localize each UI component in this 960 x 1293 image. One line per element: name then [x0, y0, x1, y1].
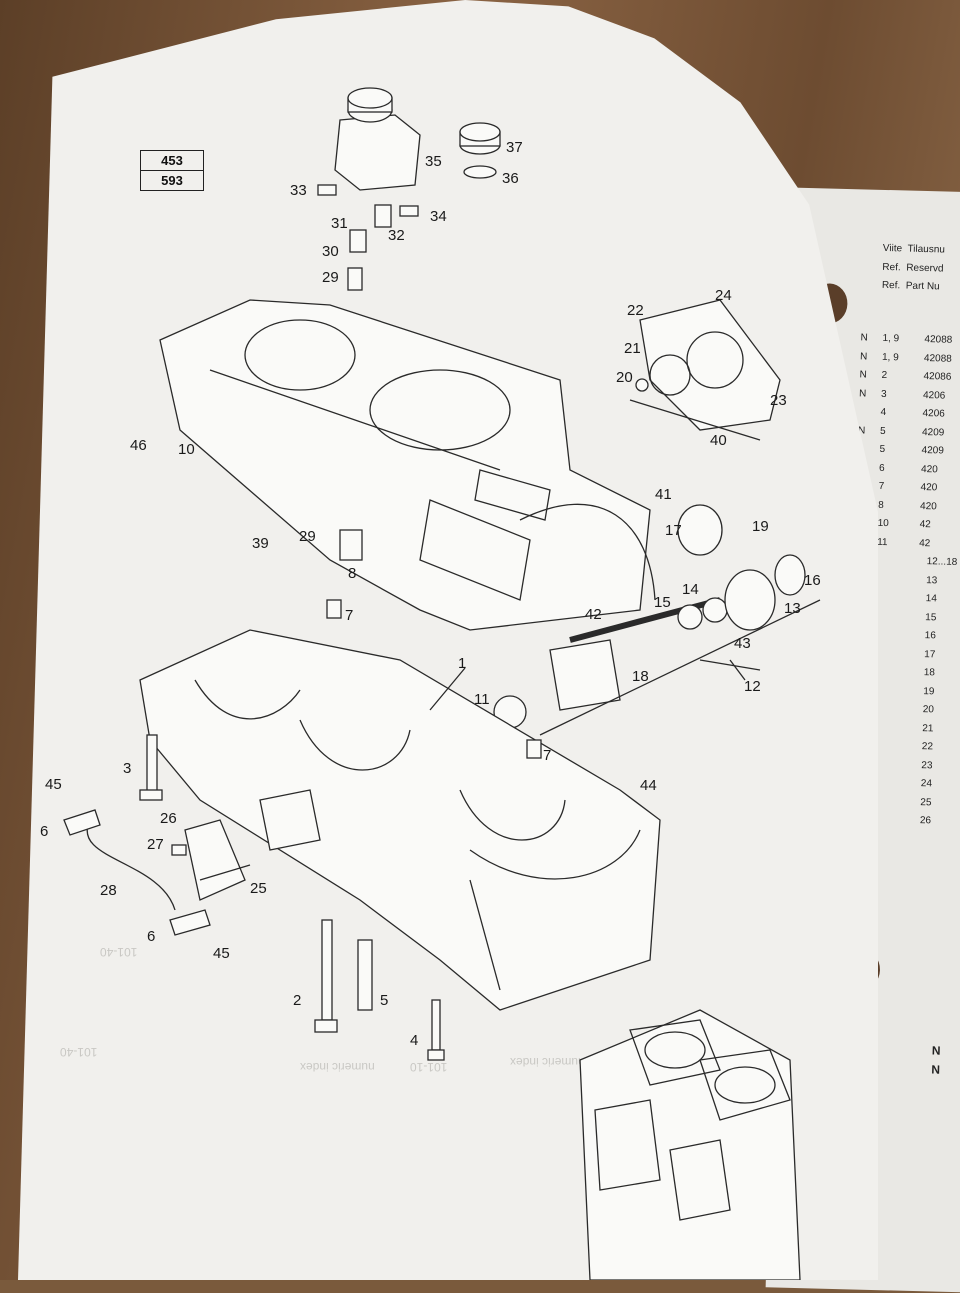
label-16: 16 — [804, 572, 821, 589]
label-15: 15 — [654, 594, 671, 611]
label-31: 31 — [331, 215, 348, 232]
label-20: 20 — [616, 369, 633, 386]
label-21: 21 — [624, 340, 641, 357]
label-13: 13 — [784, 600, 801, 617]
label-23: 23 — [770, 392, 787, 409]
label-43: 43 — [734, 635, 751, 652]
label-5: 5 — [380, 992, 388, 1009]
label-22: 22 — [627, 302, 644, 319]
label-41: 41 — [655, 486, 672, 503]
cover-assembly — [629, 299, 781, 441]
label-46: 46 — [130, 437, 147, 454]
label-37: 37 — [506, 139, 523, 156]
page-ref-box: 593 — [140, 170, 204, 191]
leader-lines — [199, 659, 746, 881]
label-35: 35 — [425, 153, 442, 170]
label-26: 26 — [160, 810, 177, 827]
label-32: 32 — [388, 227, 405, 244]
label-17: 17 — [665, 522, 682, 539]
label-24: 24 — [715, 287, 732, 304]
label-11: 11 — [474, 691, 490, 708]
label-7: 7 — [543, 747, 551, 764]
label-27: 27 — [147, 836, 164, 853]
label-1: 1 — [458, 655, 466, 672]
label-45: 45 — [213, 945, 230, 962]
label-6: 6 — [40, 823, 48, 840]
oil-hose — [63, 809, 211, 936]
upper-crankcase — [159, 299, 656, 631]
label-34: 34 — [430, 208, 447, 225]
label-8: 8 — [348, 565, 356, 582]
label-36: 36 — [502, 170, 519, 187]
part-labels: 1 2 3 4 5 6 6 7 7 8 10 11 12 13 14 15 16… — [40, 139, 821, 1049]
label-12: 12 — [744, 678, 761, 695]
label-25: 25 — [250, 880, 267, 897]
label-3: 3 — [123, 760, 131, 777]
label-29: 29 — [299, 528, 316, 545]
label-45: 45 — [45, 776, 62, 793]
label-44: 44 — [640, 777, 657, 794]
label-28: 28 — [100, 882, 117, 899]
label-29: 29 — [322, 269, 339, 286]
clamps-and-hoses — [317, 184, 419, 291]
bolts — [139, 529, 542, 1061]
oil-tank — [334, 87, 421, 191]
cylinder-drawing — [579, 1009, 801, 1280]
label-6: 6 — [147, 928, 155, 945]
label-18: 18 — [632, 668, 649, 685]
cap — [459, 122, 501, 179]
label-33: 33 — [290, 182, 307, 199]
label-19: 19 — [752, 518, 769, 535]
label-2: 2 — [293, 992, 301, 1009]
label-42: 42 — [585, 606, 602, 623]
label-14: 14 — [682, 581, 699, 598]
label-4: 4 — [410, 1032, 418, 1049]
label-40: 40 — [710, 432, 727, 449]
label-10: 10 — [178, 441, 195, 458]
label-7: 7 — [345, 607, 353, 624]
label-39: 39 — [252, 535, 269, 552]
label-30: 30 — [322, 243, 339, 260]
shaft-assembly — [493, 504, 821, 736]
